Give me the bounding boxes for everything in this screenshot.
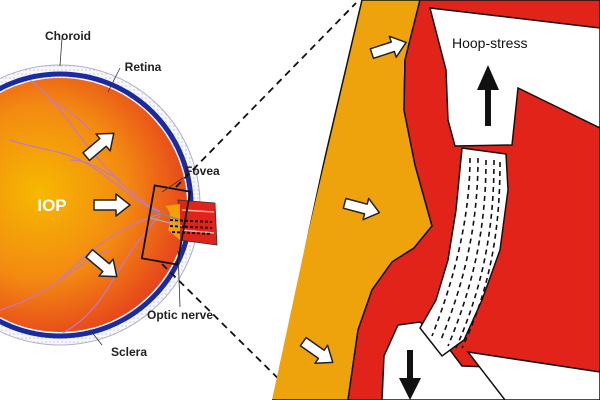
optic-nerve bbox=[149, 199, 218, 246]
iop-arrows bbox=[82, 132, 131, 278]
iop-label: IOP bbox=[37, 196, 66, 215]
sclera-label: Sclera bbox=[111, 345, 147, 359]
eye-leaders bbox=[59, 37, 184, 346]
zoomed-inset: Hoop-stress bbox=[272, 0, 600, 400]
sclera-block-upper bbox=[429, 7, 600, 147]
hoop-stress-arrow-up bbox=[477, 65, 499, 126]
right-arrow-icon bbox=[342, 197, 381, 221]
right-arrow-icon bbox=[299, 336, 334, 365]
right-arrow-icon bbox=[369, 35, 407, 60]
retina-label: Retina bbox=[125, 60, 162, 74]
right-arrow-icon bbox=[82, 132, 115, 162]
lamina-pores bbox=[431, 157, 501, 349]
hoop-stress-label: Hoop-stress bbox=[452, 35, 527, 51]
inset-iop-arrows bbox=[299, 35, 407, 365]
optic-nerve-label: Optic nerve bbox=[147, 308, 213, 322]
choroid-label: Choroid bbox=[45, 29, 91, 43]
sclera-block-lower-right bbox=[466, 350, 600, 400]
fovea-label: Fovea bbox=[185, 164, 220, 178]
retinal-vessels bbox=[0, 77, 161, 333]
hoop-stress-arrow-down bbox=[399, 350, 421, 400]
right-arrow-icon bbox=[93, 193, 131, 217]
zoom-box bbox=[140, 184, 192, 266]
right-arrow-icon bbox=[85, 248, 118, 278]
lamina-cribrosa bbox=[419, 147, 509, 358]
